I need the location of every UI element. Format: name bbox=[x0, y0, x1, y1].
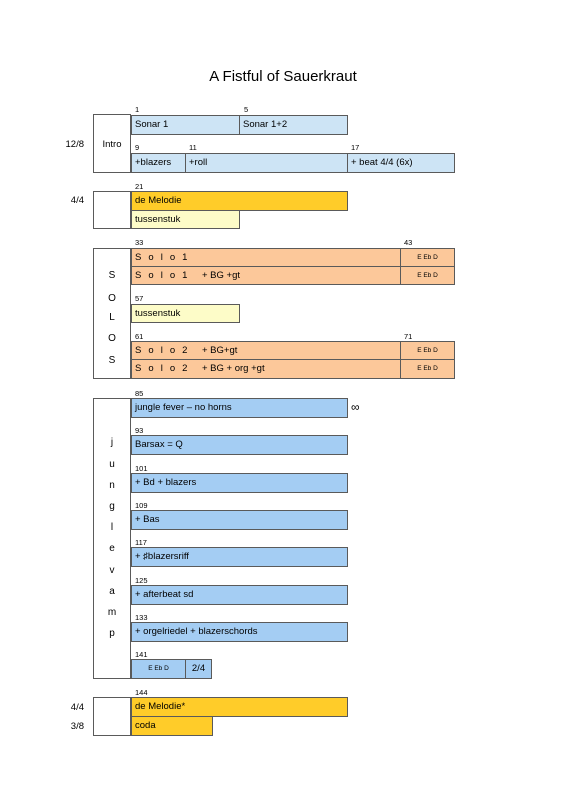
bar-number: 117 bbox=[135, 538, 147, 547]
bar-number: 21 bbox=[135, 182, 144, 191]
section-letter: g bbox=[109, 501, 115, 512]
part-cell: Sonar 1 bbox=[131, 115, 240, 135]
part-cell: S o l o 1 bbox=[131, 248, 401, 267]
section-letter: p bbox=[109, 628, 115, 639]
part-cell: coda bbox=[131, 716, 213, 736]
part-cell: + orgelriedel + blazerschords bbox=[131, 622, 348, 642]
bar-number: 61 bbox=[135, 332, 144, 341]
intro-section-frame bbox=[93, 114, 131, 173]
meter-label: 3/8 bbox=[70, 721, 84, 732]
part-cell: tussenstuk bbox=[131, 210, 240, 229]
section-label-intro: Intro bbox=[102, 139, 122, 150]
page-title: A Fistful of Sauerkraut bbox=[209, 68, 357, 85]
chord-cell: E Eb D bbox=[400, 341, 455, 360]
bar-number: 57 bbox=[135, 294, 144, 303]
part-addition: + BG+gt bbox=[202, 345, 238, 356]
solos-section-frame bbox=[93, 248, 131, 379]
bar-number: 144 bbox=[135, 688, 148, 697]
section-letter: S bbox=[108, 270, 116, 281]
section-letter: j bbox=[110, 437, 114, 448]
section-letter: L bbox=[109, 312, 115, 323]
bar-number: 71 bbox=[404, 332, 413, 341]
part-cell: tussenstuk bbox=[131, 304, 240, 323]
bar-number: 5 bbox=[244, 105, 249, 114]
part-cell: S o l o 2 + BG+gt bbox=[131, 341, 401, 360]
section-letter: u bbox=[109, 459, 115, 470]
part-cell: + ♯blazersriff bbox=[131, 547, 348, 567]
bar-number: 1 bbox=[135, 105, 140, 114]
bar-number: 11 bbox=[189, 143, 197, 152]
ending-section-frame bbox=[93, 697, 131, 736]
bar-number: 17 bbox=[351, 143, 360, 152]
part-cell: de Melodie bbox=[131, 191, 348, 211]
chord-cell: E Eb D bbox=[131, 659, 186, 679]
bar-number: 93 bbox=[135, 426, 144, 435]
part-cell: Sonar 1+2 bbox=[239, 115, 348, 135]
part-cell: +roll bbox=[185, 153, 348, 173]
meter-change-cell: 2/4 bbox=[185, 659, 212, 679]
bar-number: 125 bbox=[135, 576, 148, 585]
part-cell: +blazers bbox=[131, 153, 186, 173]
part-cell: Barsax = Q bbox=[131, 435, 348, 455]
bar-number: 43 bbox=[404, 238, 413, 247]
chord-cell: E Eb D bbox=[400, 359, 455, 379]
part-cell: + Bd + blazers bbox=[131, 473, 348, 493]
section-letter: a bbox=[109, 586, 115, 597]
chord-cell: E Eb D bbox=[400, 266, 455, 285]
meter-label: 4/4 bbox=[70, 195, 84, 206]
part-addition: + BG + org +gt bbox=[202, 363, 265, 374]
section-letter: n bbox=[109, 480, 115, 491]
infinity-symbol: ∞ bbox=[351, 400, 360, 414]
meter-label: 12/8 bbox=[65, 139, 85, 150]
part-cell: jungle fever – no horns bbox=[131, 398, 348, 418]
part-name: S o l o 1 bbox=[135, 270, 190, 281]
section-letter: e bbox=[109, 543, 115, 554]
part-name: S o l o 2 bbox=[135, 345, 190, 356]
chord-cell: E Eb D bbox=[400, 248, 455, 267]
section-letter: S bbox=[108, 355, 116, 366]
meter-label: 4/4 bbox=[70, 702, 84, 713]
part-cell: + Bas bbox=[131, 510, 348, 530]
bar-number: 33 bbox=[135, 238, 144, 247]
bar-number: 101 bbox=[135, 464, 148, 473]
part-cell: + beat 4/4 (6x) bbox=[347, 153, 455, 173]
junglevamp-section-frame bbox=[93, 398, 131, 679]
bar-number: 109 bbox=[135, 501, 148, 510]
part-cell: + afterbeat sd bbox=[131, 585, 348, 605]
section-letter: v bbox=[109, 565, 115, 576]
section-letter: O bbox=[108, 293, 116, 304]
bar-number: 85 bbox=[135, 389, 144, 398]
bar-number: 9 bbox=[135, 143, 140, 152]
part-cell: de Melodie* bbox=[131, 697, 348, 717]
bar-number: 133 bbox=[135, 613, 148, 622]
part-cell: S o l o 2 + BG + org +gt bbox=[131, 359, 401, 379]
section-letter: l bbox=[110, 522, 114, 533]
melodie-section-frame bbox=[93, 191, 131, 229]
part-name: S o l o 2 bbox=[135, 363, 190, 374]
section-letter: O bbox=[108, 333, 116, 344]
section-letter: m bbox=[107, 607, 117, 618]
bar-number: 141 bbox=[135, 650, 148, 659]
part-addition: + BG +gt bbox=[202, 270, 241, 281]
part-cell: S o l o 1 + BG +gt bbox=[131, 266, 401, 285]
